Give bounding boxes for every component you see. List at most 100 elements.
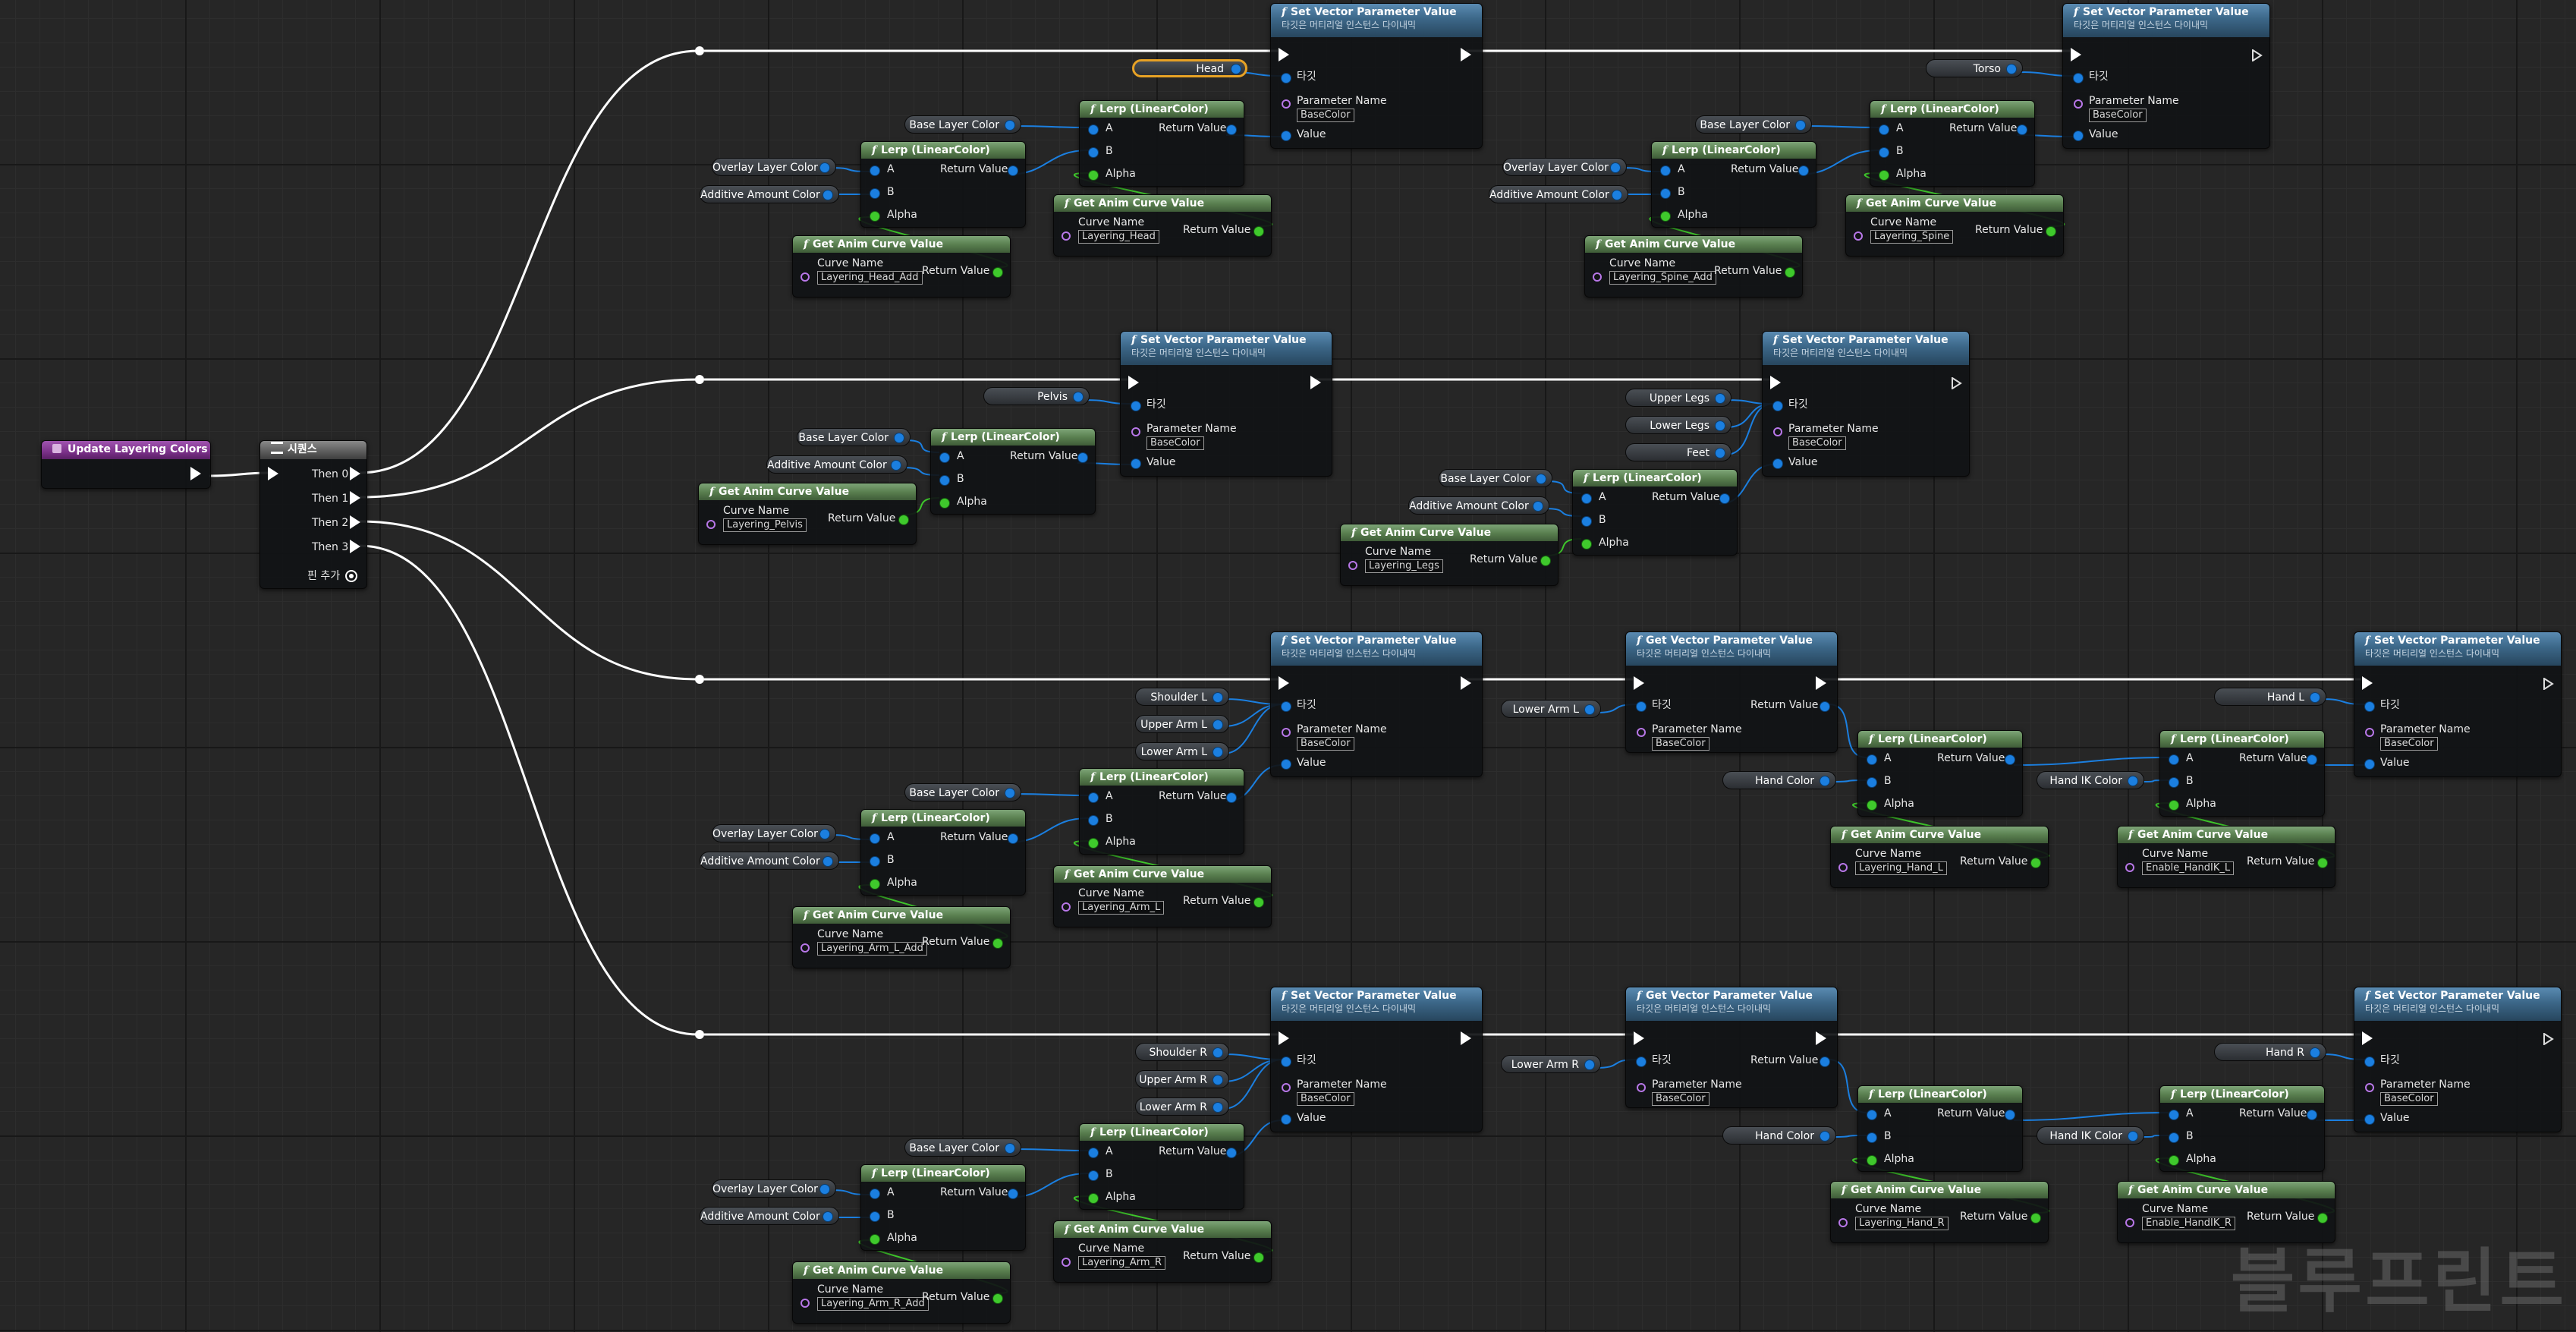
return-value-pin[interactable] [1254, 1253, 1263, 1262]
variable-output-pin[interactable] [1716, 394, 1725, 403]
alpha-pin[interactable] [1089, 839, 1098, 848]
curve-name-pin[interactable] [1062, 1258, 1071, 1267]
alpha-pin[interactable] [870, 1235, 879, 1244]
lerp-a-pin[interactable] [1089, 125, 1098, 134]
lerp-a-pin[interactable] [870, 166, 879, 175]
alpha-pin[interactable] [1867, 801, 1876, 810]
value-pin[interactable] [1282, 1115, 1291, 1124]
variable-output-pin[interactable] [1213, 748, 1222, 757]
curve-name-pin[interactable] [1062, 902, 1071, 912]
target-pin[interactable] [1131, 401, 1140, 411]
parameter-name-field[interactable]: BaseColor [1146, 436, 1204, 450]
parameter-name-pin[interactable] [2365, 728, 2374, 737]
variable-get-shoulder-l[interactable]: Shoulder L [1135, 688, 1229, 706]
exec-out-pin[interactable] [1461, 48, 1471, 61]
variable-output-pin[interactable] [1820, 1132, 1829, 1141]
return-value-pin[interactable] [2005, 755, 2015, 764]
exec-out-pin[interactable] [1310, 376, 1321, 389]
add-pin-icon[interactable] [345, 570, 357, 582]
parameter-name-pin[interactable] [2074, 99, 2083, 109]
variable-output-pin[interactable] [2128, 776, 2137, 786]
parameter-name-field[interactable]: BaseColor [1297, 1092, 1354, 1106]
exec-in-pin[interactable] [1128, 376, 1139, 389]
lerp-b-pin[interactable] [940, 476, 949, 485]
parameter-name-pin[interactable] [2365, 1083, 2374, 1092]
return-value-pin[interactable] [1227, 125, 1236, 134]
lerp-a-pin[interactable] [1661, 166, 1670, 175]
curve-name-field[interactable]: Layering_Head [1078, 230, 1159, 244]
exec-out-pin[interactable] [1816, 1031, 1826, 1045]
lerp-b-pin[interactable] [1089, 148, 1098, 157]
variable-get-overlay-layer-color[interactable]: Overlay Layer Color [712, 1179, 836, 1198]
variable-output-pin[interactable] [892, 461, 901, 470]
target-pin[interactable] [2074, 74, 2083, 83]
curve-name-pin[interactable] [800, 272, 810, 282]
variable-get-lower-arm-r[interactable]: Lower Arm R [1135, 1097, 1229, 1116]
lerp-b-pin[interactable] [2169, 778, 2178, 787]
alpha-pin[interactable] [870, 212, 879, 221]
lerp-b-pin[interactable] [870, 1212, 879, 1221]
variable-get-feet[interactable]: Feet [1625, 443, 1731, 461]
curve-name-pin[interactable] [2125, 863, 2134, 872]
return-value-pin[interactable] [2031, 858, 2040, 868]
alpha-pin[interactable] [2169, 1156, 2178, 1165]
curve-name-field[interactable]: Layering_Arm_L_Add [817, 942, 927, 956]
curve-name-field[interactable]: Layering_Spine_Add [1609, 271, 1716, 285]
variable-output-pin[interactable] [820, 163, 829, 172]
alpha-pin[interactable] [940, 499, 949, 508]
lerp-a-pin[interactable] [1582, 494, 1591, 503]
return-value-pin[interactable] [1254, 227, 1263, 236]
variable-get-lower-arm-l[interactable]: Lower Arm L [1135, 742, 1229, 760]
exec-in-pin[interactable] [1279, 1031, 1289, 1045]
target-pin[interactable] [2365, 1057, 2374, 1066]
variable-get-hand-ik-color[interactable]: Hand IK Color [2037, 1126, 2144, 1145]
lerp-b-pin[interactable] [1089, 816, 1098, 825]
return-value-pin[interactable] [2307, 1110, 2317, 1119]
variable-get-pelvis[interactable]: Pelvis [983, 387, 1090, 405]
lerp-b-pin[interactable] [1879, 148, 1889, 157]
parameter-name-field[interactable]: BaseColor [1297, 109, 1354, 122]
return-value-pin[interactable] [1008, 1189, 1018, 1198]
parameter-name-pin[interactable] [1637, 728, 1646, 737]
lerp-a-pin[interactable] [870, 834, 879, 843]
lerp-b-pin[interactable] [1089, 1171, 1098, 1180]
return-value-pin[interactable] [1720, 494, 1729, 503]
variable-get-base-layer-color[interactable]: Base Layer Color [904, 1138, 1021, 1157]
variable-output-pin[interactable] [1796, 121, 1805, 130]
variable-output-pin[interactable] [823, 857, 832, 866]
variable-output-pin[interactable] [1612, 191, 1621, 200]
curve-name-pin[interactable] [800, 1299, 810, 1308]
variable-output-pin[interactable] [2128, 1132, 2137, 1141]
lerp-b-pin[interactable] [1867, 778, 1876, 787]
alpha-pin[interactable] [1661, 212, 1670, 221]
variable-get-head[interactable]: Head [1132, 59, 1247, 77]
lerp-a-pin[interactable] [870, 1189, 879, 1198]
variable-output-pin[interactable] [1585, 1060, 1594, 1069]
return-value-pin[interactable] [1820, 702, 1829, 711]
variable-get-additive-amount-color[interactable]: Additive Amount Color [700, 185, 839, 203]
value-pin[interactable] [2365, 760, 2374, 769]
event-update-layering-colors[interactable]: Update Layering Colors [41, 440, 211, 489]
variable-output-pin[interactable] [1074, 392, 1083, 401]
exec-in-pin[interactable] [2362, 676, 2373, 690]
alpha-pin[interactable] [1089, 1194, 1098, 1203]
variable-output-pin[interactable] [1005, 121, 1014, 130]
return-value-pin[interactable] [993, 268, 1002, 277]
return-value-pin[interactable] [1078, 453, 1087, 462]
alpha-pin[interactable] [1879, 171, 1889, 180]
variable-get-overlay-layer-color[interactable]: Overlay Layer Color [712, 824, 836, 842]
return-value-pin[interactable] [993, 939, 1002, 948]
target-pin[interactable] [2365, 702, 2374, 711]
variable-get-upper-arm-l[interactable]: Upper Arm L [1135, 715, 1229, 733]
